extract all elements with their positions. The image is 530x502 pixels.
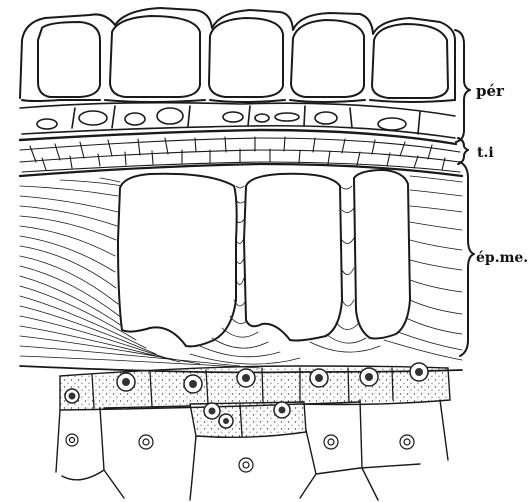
brace-ti	[458, 138, 468, 164]
pericarp-flat-cells	[20, 103, 456, 144]
epme-layer	[20, 164, 462, 372]
label-per: pér	[476, 82, 505, 100]
label-ti: t.i	[477, 145, 494, 161]
brace-per	[455, 30, 470, 142]
stippled-cells-row	[60, 363, 450, 437]
ti-layer-cells	[20, 137, 460, 172]
brace-epme	[460, 162, 474, 356]
label-epme: ép.me.	[476, 250, 528, 266]
pericarp-outer-cells	[20, 8, 455, 102]
